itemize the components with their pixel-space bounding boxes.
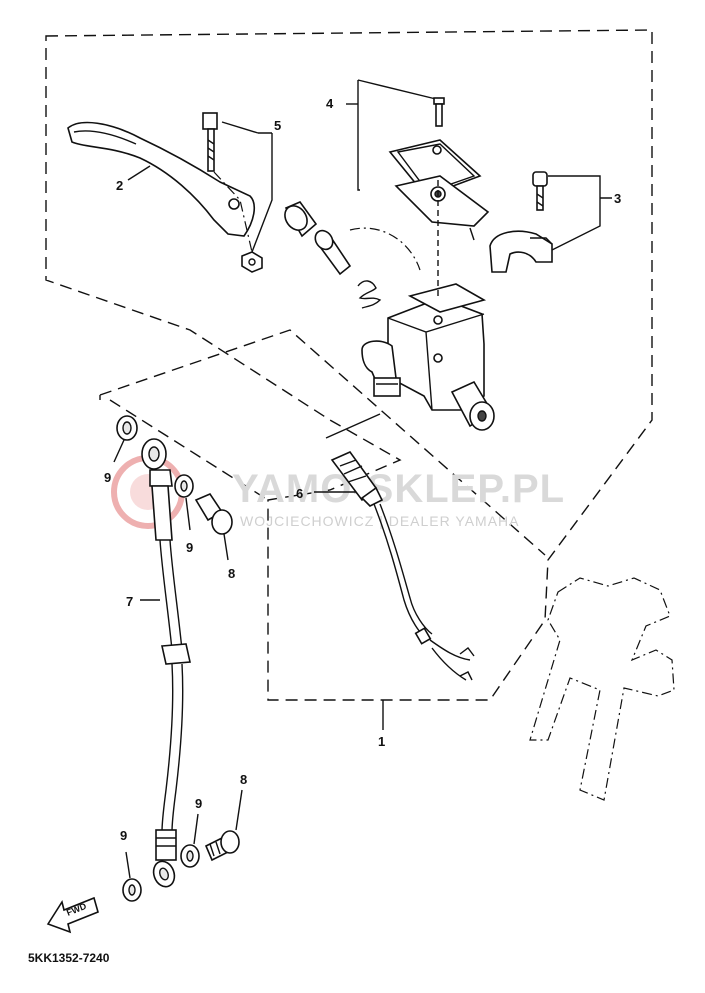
watermark-title: YAMO-SKLEP.PL [232, 467, 565, 511]
callout-7: 7 [126, 594, 133, 609]
piston-kit [284, 201, 382, 309]
callout-6: 6 [296, 486, 303, 501]
washer-bottom-right [180, 844, 200, 868]
lever-nut [241, 251, 263, 273]
callout-1: 1 [378, 734, 385, 749]
callout-9-bottom-left: 9 [120, 828, 127, 843]
washer-top-left [116, 415, 138, 441]
callout-4: 4 [326, 96, 334, 111]
callout-8-top: 8 [228, 566, 235, 581]
callout-2: 2 [116, 178, 123, 193]
washer-top-right [174, 474, 194, 498]
callout-8-bottom: 8 [240, 772, 247, 787]
handlebar-clamp [489, 171, 553, 273]
callout-9-bottom-right: 9 [195, 796, 202, 811]
callout-9-top-right: 9 [186, 540, 193, 555]
callout-5: 5 [274, 118, 281, 133]
handlebar-reference [529, 577, 675, 801]
lever-bolt [202, 112, 218, 172]
brake-hose [141, 438, 191, 888]
master-cylinder-body [361, 180, 495, 431]
brake-switch [330, 451, 475, 681]
brake-lever [67, 121, 256, 237]
watermark-subtitle: WOJCIECHOWICZ | DEALER YAMAHA [240, 513, 519, 529]
fwd-arrow-icon: FWD [46, 896, 99, 934]
callout-3: 3 [614, 191, 621, 206]
reservoir-cap-kit [346, 79, 490, 241]
washer-bottom-left [122, 878, 142, 902]
union-bolt-top [194, 493, 233, 535]
hose-boundary [99, 329, 546, 556]
diagram-code: 5KK1352-7240 [28, 951, 110, 965]
callout-9-top-left: 9 [104, 470, 111, 485]
union-bolt-bottom [204, 830, 240, 862]
assembly-boundary-upper [45, 29, 653, 701]
